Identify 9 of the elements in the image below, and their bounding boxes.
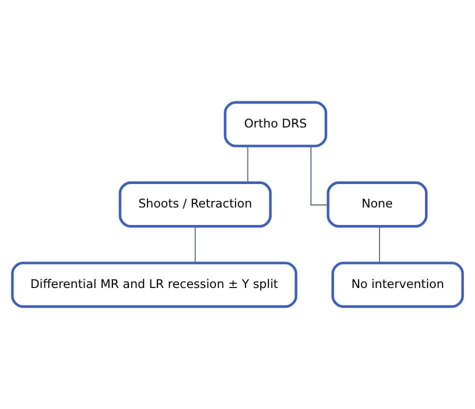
connector — [247, 146, 248, 183]
connector — [310, 146, 328, 206]
node-box: Ortho DRS — [224, 101, 328, 148]
node-box: Shoots / Retraction — [118, 181, 272, 228]
node-box: Differential MR and LR recession ± Y split — [11, 262, 298, 308]
node-box: No intervention — [331, 262, 464, 308]
connector — [194, 226, 196, 263]
node-box: None — [326, 181, 428, 228]
connector — [379, 226, 380, 263]
